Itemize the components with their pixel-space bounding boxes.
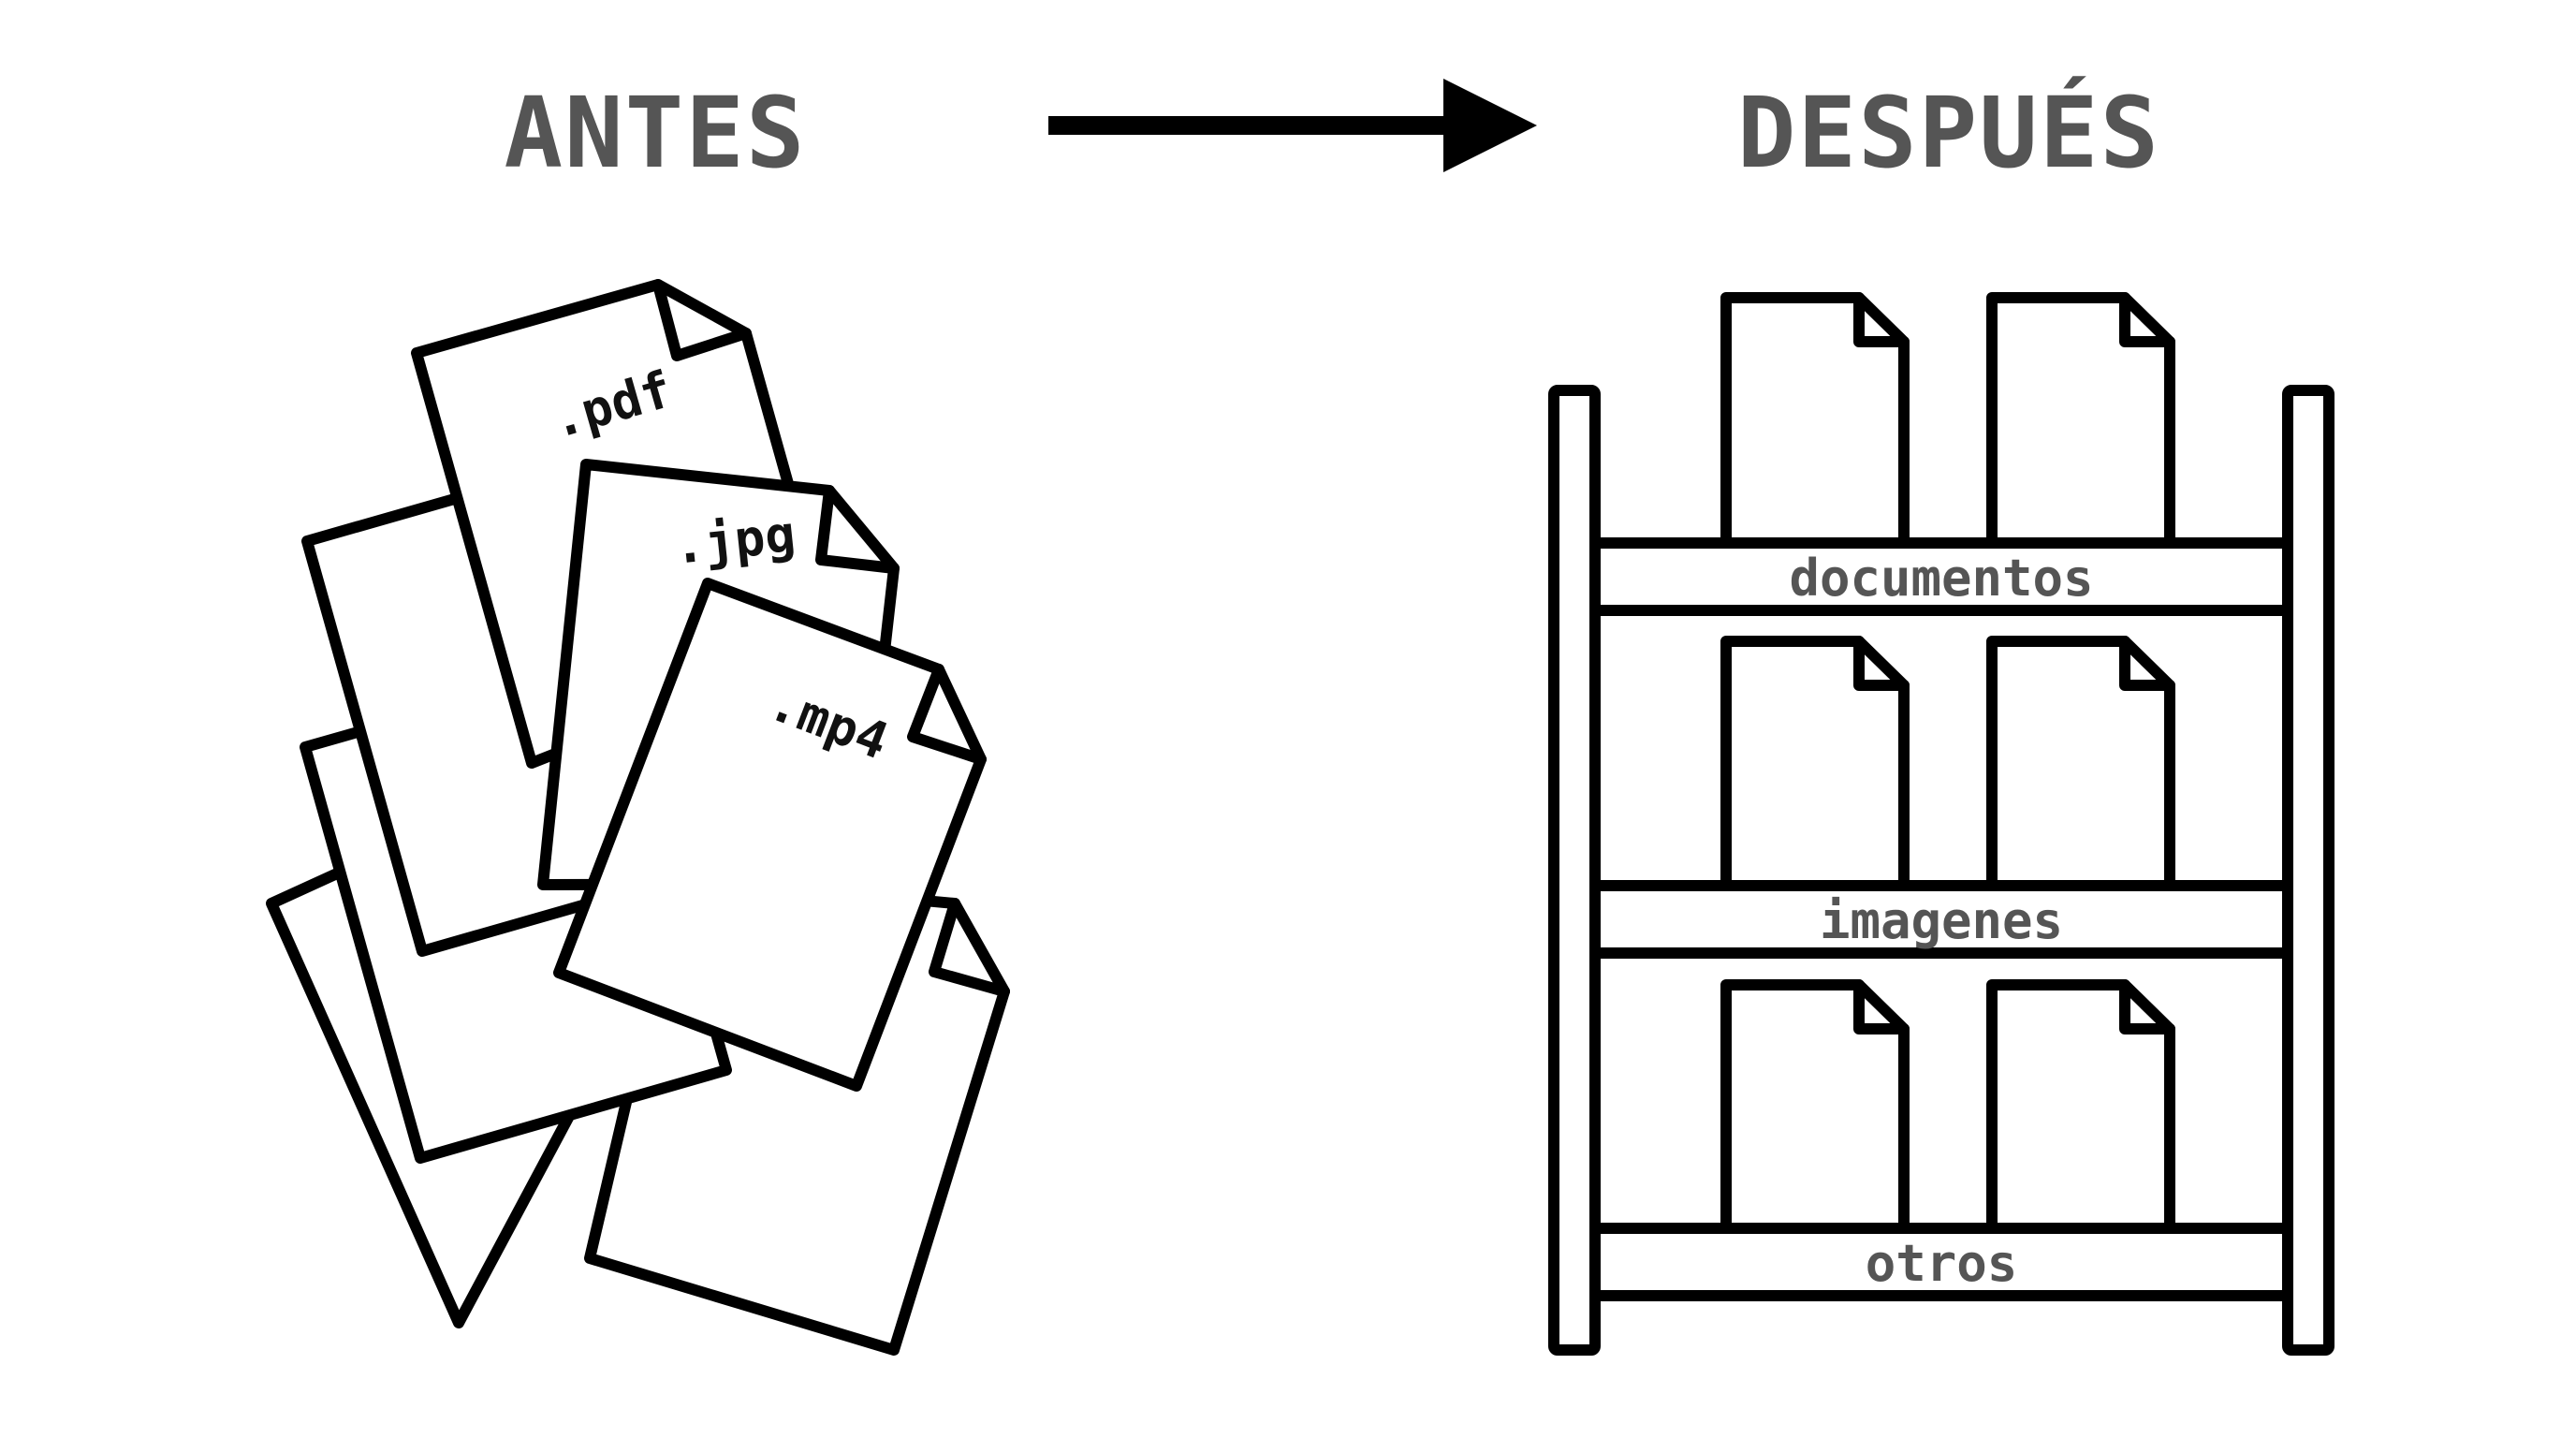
image-file-icon — [1986, 636, 2175, 891]
file-icon-mp4: .mp4 — [553, 578, 987, 1092]
after-heading: DESPUÉS — [1737, 76, 2160, 190]
document-icon — [1986, 292, 2175, 549]
shelf-board — [1589, 537, 2293, 616]
shelf-otros: otros — [1589, 979, 2293, 1301]
shelf-upright-right — [2282, 385, 2334, 1356]
shelf-board — [1589, 880, 2293, 959]
file-extension-jpg: .jpg — [671, 505, 798, 576]
shelf-upright-left — [1548, 385, 1601, 1356]
before-heading: ANTES — [504, 76, 806, 190]
shelf-label-documentos: documentos — [1789, 549, 2093, 608]
right-arrow-icon — [1048, 79, 1537, 172]
organized-shelf: documentos imagenes — [1548, 292, 2334, 1356]
shelf-label-imagenes: imagenes — [1820, 891, 2063, 950]
shelf-documentos: documentos — [1589, 292, 2293, 616]
file-icon — [1720, 979, 1910, 1234]
messy-file-pile: .pdf .jpg .mp4 — [266, 279, 1010, 1356]
shelf-imagenes: imagenes — [1589, 636, 2293, 959]
image-file-icon — [1720, 636, 1910, 891]
file-icon — [1986, 979, 2175, 1234]
shelf-label-otros: otros — [1866, 1234, 2018, 1293]
document-icon — [1720, 292, 1910, 549]
shelf-board — [1589, 1223, 2293, 1301]
